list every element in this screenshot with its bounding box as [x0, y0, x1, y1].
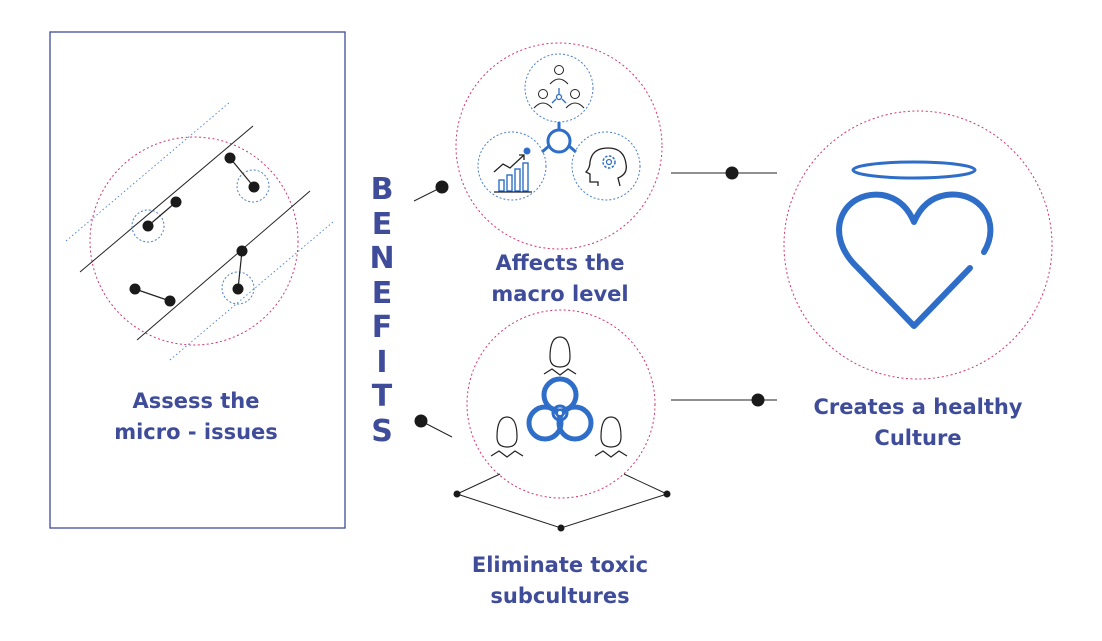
- micro-issues-line1: Assess the: [132, 389, 260, 413]
- micro-issues-frame: [49, 31, 346, 529]
- toxic-base-lines: [453, 473, 671, 532]
- benefits-connector-bottom: [414, 414, 453, 438]
- halo-icon: [851, 160, 977, 180]
- macro-level-line2: macro level: [491, 282, 629, 306]
- benefits-letter: E: [371, 206, 393, 242]
- micro-node-bottom-left: [129, 283, 176, 307]
- healthy-culture-line2: Culture: [874, 426, 962, 450]
- micro-issues-line2: micro - issues: [114, 420, 278, 444]
- benefits-title: B E N E F I T S: [362, 172, 402, 449]
- macro-level-label: Affects the macro level: [452, 248, 668, 310]
- toxic-circle: [466, 309, 656, 499]
- benefits-letter: S: [371, 413, 393, 449]
- benefits-letter: I: [376, 344, 388, 380]
- toxic-subcultures-label: Eliminate toxic subcultures: [448, 550, 672, 612]
- culture-circle: [783, 110, 1053, 380]
- benefits-letter: B: [370, 172, 394, 207]
- heart-icon: [836, 191, 994, 329]
- macro-connector: [671, 166, 777, 180]
- micro-node-top: [224, 152, 270, 203]
- healthy-culture-label: Creates a healthy Culture: [790, 392, 1046, 454]
- benefits-letter: F: [371, 310, 393, 345]
- micro-guide-lines: [65, 101, 334, 361]
- biohazard-icon: [526, 376, 594, 442]
- person-left-icon: [490, 416, 524, 458]
- hub-connector-icon: [541, 122, 577, 154]
- benefits-letter: N: [369, 241, 395, 276]
- growth-chart-icon: [477, 131, 547, 201]
- person-right-icon: [594, 416, 628, 458]
- benefits-letter: E: [371, 275, 393, 311]
- micro-circle: [89, 136, 299, 346]
- mind-gear-icon: [571, 131, 641, 201]
- toxic-connector: [671, 393, 777, 407]
- micro-node-bottom-right: [221, 245, 255, 305]
- toxic-subcultures-line2: subcultures: [490, 584, 630, 608]
- macro-level-line1: Affects the: [495, 251, 625, 275]
- benefits-connector-top: [413, 180, 449, 202]
- micro-node-left: [131, 196, 182, 243]
- person-top-icon: [543, 336, 577, 376]
- micro-issues-label: Assess the micro - issues: [88, 386, 304, 448]
- healthy-culture-line1: Creates a healthy: [813, 395, 1023, 419]
- macro-circle: [455, 42, 663, 250]
- toxic-subcultures-line1: Eliminate toxic: [471, 553, 649, 577]
- benefits-letter: T: [371, 379, 393, 414]
- team-network-icon: [524, 53, 594, 123]
